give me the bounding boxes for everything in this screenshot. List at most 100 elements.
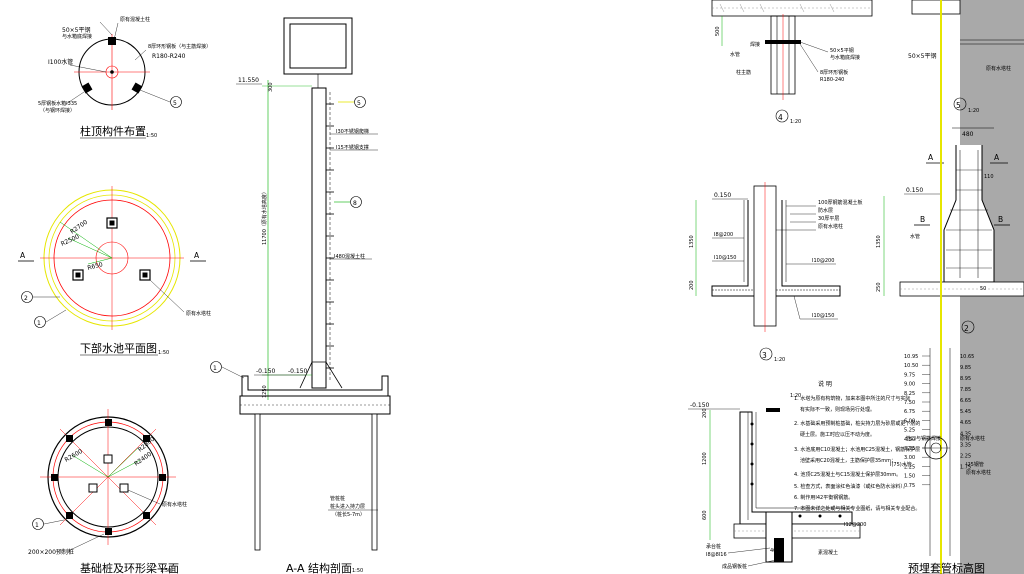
radius-line bbox=[87, 257, 113, 265]
elev-note-2: I25钢管 bbox=[966, 461, 984, 468]
elev-values-left: 10.9510.509.759.008.257.506.756.005.254.… bbox=[904, 354, 930, 489]
pile bbox=[105, 528, 112, 535]
leader-line bbox=[799, 41, 829, 53]
elev-values-right: 10.659.858.957.856.655.454.654.353.352.2… bbox=[960, 354, 974, 470]
pipe-center bbox=[110, 70, 114, 74]
elev: 0.150 bbox=[714, 192, 731, 199]
elev-value-left: 9.75 bbox=[904, 372, 915, 378]
pool-column-label: 原有水塔柱 bbox=[186, 310, 211, 317]
section-a-right: A bbox=[994, 153, 1000, 162]
leader-line bbox=[149, 279, 185, 313]
leader-line bbox=[221, 366, 245, 379]
elev-value-left: 0.75 bbox=[904, 483, 915, 489]
note-line-3: 2. 水基础采用预制桩基础，桩尖持力层为砂层或更下层的 bbox=[794, 420, 920, 427]
detail-3-marker bbox=[759, 347, 773, 361]
plate-label-2: 与水箱底焊接 bbox=[62, 33, 92, 40]
elev-value-right: 7.85 bbox=[960, 387, 971, 393]
section-aa-title: A-A 结构剖面 bbox=[286, 561, 352, 574]
pile-note-1: 管桩桩 bbox=[330, 495, 345, 502]
wall-top bbox=[766, 408, 780, 412]
foundation-title: 基础桩及环形梁平面 bbox=[80, 561, 179, 574]
tower-column bbox=[88, 483, 98, 493]
elev-note-1: 原有水塔柱 bbox=[960, 435, 985, 442]
rebar-label-1: I8@200 bbox=[714, 232, 733, 238]
plate-label: 50×5平钢 bbox=[908, 52, 936, 60]
note-line-1: 1. 水塔为原有构筑物，加来本图中所注的尺寸与实际 bbox=[794, 395, 910, 402]
elev-value-right: 5.45 bbox=[960, 409, 971, 415]
detail-3-scale: 1:20 bbox=[774, 357, 785, 363]
detail-2-scale: 1:20 bbox=[790, 393, 801, 399]
vertical-label: 原有混凝土柱 bbox=[120, 16, 150, 23]
elev-note-3: 原有水塔柱 bbox=[966, 469, 991, 476]
dim-1350: 1350 bbox=[876, 235, 882, 248]
elev: -0.150 bbox=[690, 402, 710, 409]
radius-line bbox=[59, 221, 113, 259]
ladder-label-1: I30不锈钢爬梯 bbox=[336, 128, 369, 135]
radius-label: R180-R240 bbox=[152, 53, 186, 60]
elev-value-right: 3.35 bbox=[960, 442, 971, 448]
detail-2: 200 1200 600 -0.150 I12@200 承台桩 I8@8I16 … bbox=[688, 393, 866, 570]
column-label: 原有水塔柱 bbox=[986, 65, 1011, 72]
notes-heading: 说 明 bbox=[818, 380, 832, 388]
leader-line bbox=[139, 89, 171, 103]
weld-label: 焊接 bbox=[750, 41, 760, 48]
pool-column-core bbox=[75, 272, 81, 278]
elev-value-left: 10.50 bbox=[904, 363, 918, 369]
radius-line bbox=[67, 237, 113, 259]
elev-mid-2: -0.150 bbox=[288, 368, 308, 375]
dim-200: 200 bbox=[689, 280, 695, 290]
elev-value-left: 9.00 bbox=[904, 382, 915, 388]
dim-200: 200 bbox=[702, 408, 708, 418]
elev-value-left: 6.75 bbox=[904, 409, 915, 415]
elev-mid-1: -0.150 bbox=[256, 368, 276, 375]
elev-value-right: 2.25 bbox=[960, 453, 971, 459]
leader-line bbox=[134, 49, 147, 61]
small-plate-label-2: （与钢环焊接） bbox=[40, 107, 75, 114]
foundation-column-label: 原有水塔柱 bbox=[162, 501, 187, 508]
section-marker-8 bbox=[350, 196, 362, 208]
detail-marker-2 bbox=[21, 291, 33, 303]
dim-110: 110 bbox=[984, 174, 994, 180]
detail-3: 1350 200 0.150 I8@200 I10@150 I10@200 I1… bbox=[689, 182, 863, 363]
leader-line bbox=[747, 559, 777, 567]
small-plate-label: 5厚钢板水箱I335 bbox=[38, 100, 77, 107]
radius-r650: R650 bbox=[87, 261, 104, 272]
dim-500: 500 bbox=[715, 26, 721, 36]
pile bbox=[143, 435, 150, 442]
leader-line bbox=[113, 22, 119, 41]
leader-line bbox=[43, 519, 65, 525]
elev-value-right: 1.75 bbox=[960, 464, 971, 470]
pool-column-core bbox=[109, 220, 115, 226]
foundation-plan: R2600 R2400 R2800 原有水塔柱 1 200×200预制桩 基础桩… bbox=[28, 409, 187, 574]
leader-line bbox=[67, 533, 105, 552]
ladder-rungs bbox=[326, 103, 334, 369]
pipe-label: I100水管 bbox=[48, 58, 73, 66]
stirrups bbox=[946, 169, 992, 269]
pipe-label: 水管 bbox=[730, 51, 740, 58]
radius-line bbox=[71, 454, 109, 478]
ring-plate bbox=[765, 40, 801, 44]
dim-600: 600 bbox=[702, 510, 708, 520]
notes-block: 说 明 1. 水塔为原有构筑物，加来本图中所注的尺寸与实际 有实际不一致，则现场… bbox=[794, 380, 920, 512]
elev-dim-75: I(75)水管 bbox=[890, 461, 912, 468]
water-tank-inner bbox=[289, 23, 347, 69]
rebar-label-2: I10@150 bbox=[714, 255, 736, 261]
note-line-2: 有实际不一致，则现场另行处理。 bbox=[800, 406, 875, 413]
note-line-4: 硬土层。施工时应以压不动为度。 bbox=[800, 431, 875, 438]
tower-column bbox=[103, 454, 113, 464]
pile-left bbox=[254, 413, 261, 551]
detail-marker-5 bbox=[170, 96, 182, 108]
column-top-title: 柱顶构件布置 bbox=[80, 124, 146, 138]
dim-1350: 1350 bbox=[689, 235, 695, 248]
cushion-label: 素混凝土 bbox=[818, 549, 838, 556]
section-marker-8-text: 8 bbox=[353, 200, 357, 207]
detail-marker-5-text: 5 bbox=[173, 100, 177, 107]
leader-line bbox=[99, 21, 113, 36]
pile-label: I8@8I16 bbox=[706, 552, 727, 558]
elev-value-right: 10.65 bbox=[960, 354, 974, 360]
plate-label: 50×5平钢 bbox=[62, 26, 90, 34]
note-line-7: 4. 池顶C25混凝土与C15混凝土保护层30mm。 bbox=[794, 471, 901, 478]
elev-0150: 0.150 bbox=[906, 187, 923, 194]
leader-line bbox=[127, 489, 161, 505]
